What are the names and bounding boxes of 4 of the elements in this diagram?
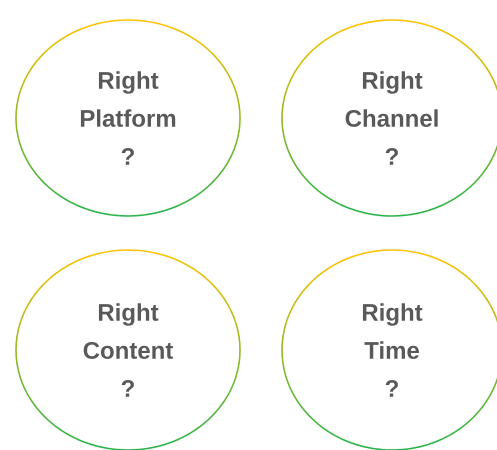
ellipse-node: Right Channel ? [281,19,497,217]
ellipse-node: Right Content ? [15,249,241,450]
ellipse-node: Right Time ? [281,249,497,450]
ellipse-node: Right Platform ? [15,19,241,217]
